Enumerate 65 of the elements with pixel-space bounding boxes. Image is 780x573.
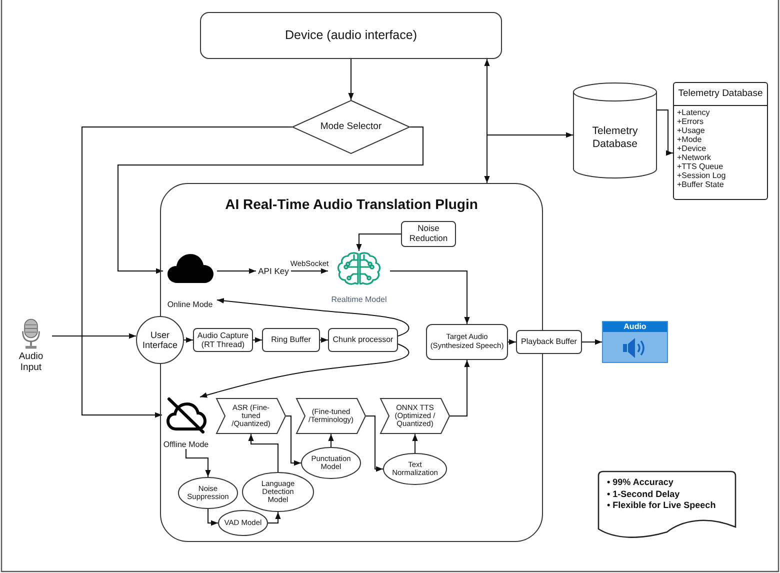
attribute-text: +Mode xyxy=(676,135,702,144)
arrow xyxy=(216,268,256,274)
process-label: Audio Capture (RT Thread) xyxy=(197,330,249,350)
process-label: Noise Reduction xyxy=(408,224,449,244)
process-box xyxy=(328,328,398,352)
arrow xyxy=(184,337,194,343)
bullet-item: • 99% Accuracy xyxy=(607,477,674,488)
arrow xyxy=(216,298,410,336)
arrow xyxy=(390,270,470,324)
arrow xyxy=(450,360,470,416)
arrow xyxy=(320,337,328,343)
arrow xyxy=(82,126,292,418)
double-arrow xyxy=(484,58,490,184)
database-label: Telemetry Database xyxy=(591,125,639,150)
process-box xyxy=(193,328,253,352)
attribute-text: +Device xyxy=(676,144,706,153)
attribute-text: +Latency xyxy=(676,108,710,117)
arrow xyxy=(348,58,354,100)
process-label: Chunk processor xyxy=(332,335,394,345)
arrow xyxy=(52,333,136,339)
device-box xyxy=(200,12,502,59)
process-box xyxy=(426,324,508,360)
arrow xyxy=(268,512,281,524)
icon-caption: Online Mode xyxy=(167,300,213,309)
arrow xyxy=(118,126,424,274)
arrow xyxy=(486,132,574,184)
arrow xyxy=(248,434,278,472)
arrow xyxy=(412,434,418,454)
arrow xyxy=(200,344,410,398)
table-panel xyxy=(673,82,768,200)
arrow xyxy=(290,268,328,274)
process-box xyxy=(262,328,320,352)
attribute-text: +Network xyxy=(676,153,712,162)
arrow xyxy=(328,434,334,448)
arrow xyxy=(286,416,302,466)
device-label: Device (audio interface) xyxy=(284,28,417,43)
attribute-text: +Errors xyxy=(676,117,704,126)
arrow xyxy=(582,339,602,345)
icon-caption: Audio Input xyxy=(18,352,44,374)
container-title: AI Real-Time Audio Translation Plugin xyxy=(225,196,478,212)
bullet-item: • Flexible for Live Speech xyxy=(607,500,716,512)
arrow xyxy=(208,508,218,526)
icon-caption: Realtime Model xyxy=(331,294,387,304)
audio-output-panel xyxy=(602,321,668,363)
bullet-item: • 1-Second Delay xyxy=(607,488,680,500)
service-label: API Key xyxy=(256,264,291,278)
process-label: Ring Buffer xyxy=(271,335,311,345)
table-header: Telemetry Database xyxy=(674,83,767,106)
icon-caption: Offline Mode xyxy=(163,440,209,449)
arrow xyxy=(186,448,211,478)
process-label: Playback Buffer xyxy=(521,337,577,347)
circle-label: User Interface xyxy=(141,330,179,350)
attribute-text: +TTS Queue xyxy=(676,162,724,171)
attribute-text: +Buffer State xyxy=(676,180,724,189)
arrow xyxy=(656,110,674,156)
panel-header: Audio xyxy=(603,322,667,332)
attribute-text: +Session Log xyxy=(676,171,726,180)
decision-label: Mode Selector xyxy=(320,122,382,132)
arrow xyxy=(508,339,516,345)
arrow xyxy=(252,337,262,343)
process-box xyxy=(401,221,456,247)
attribute-text: +Usage xyxy=(676,126,705,135)
arrow xyxy=(356,234,402,252)
arrow xyxy=(366,416,384,472)
process-box xyxy=(516,330,582,354)
